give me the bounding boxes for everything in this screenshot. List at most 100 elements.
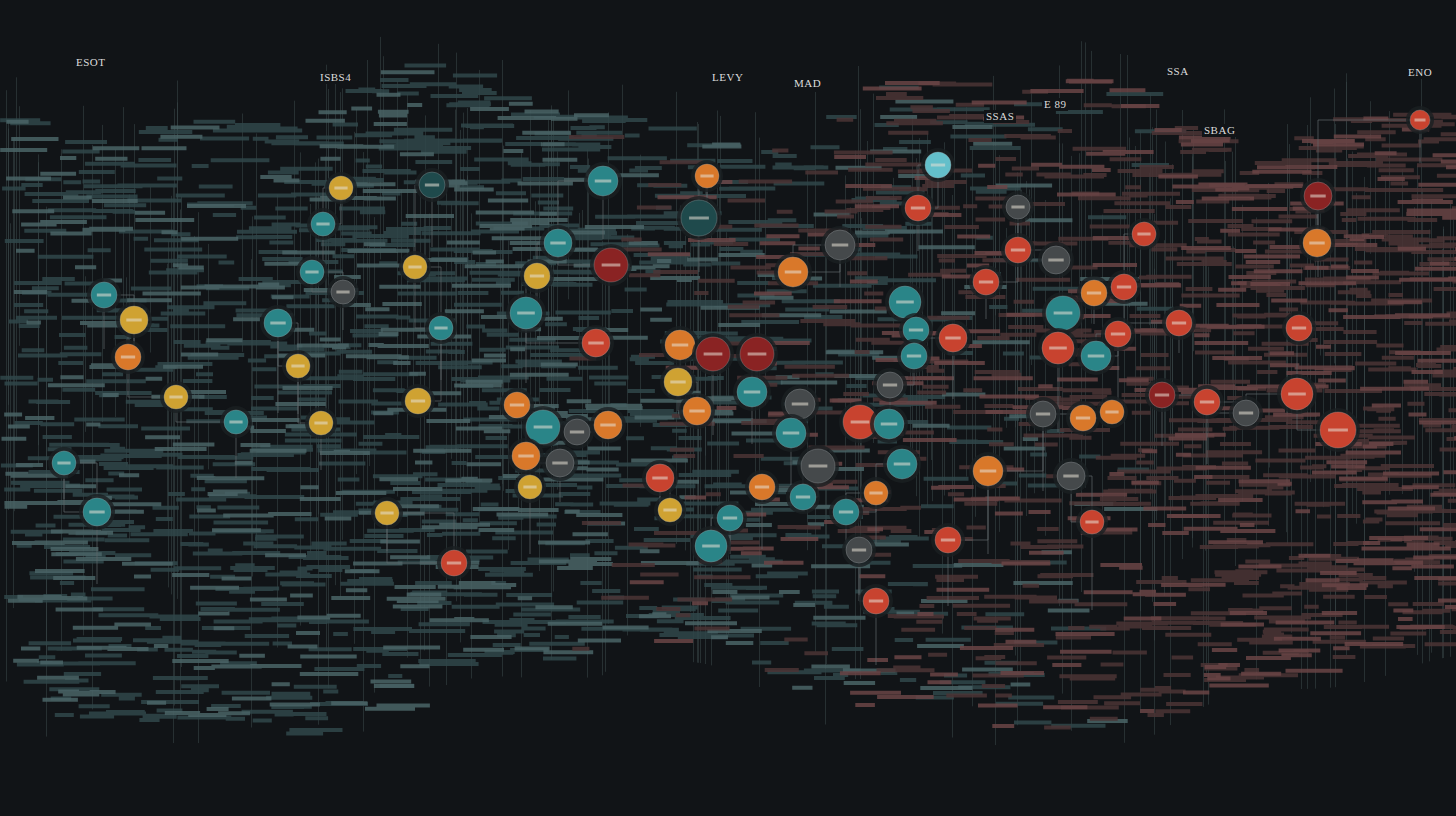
dot-halo: [425, 312, 457, 344]
network-dot: [1057, 462, 1085, 490]
network-dot: [1233, 400, 1259, 426]
dot-glyph: [291, 365, 304, 368]
dot-halo: [514, 471, 546, 503]
dot-halo: [736, 333, 778, 375]
network-dot: [309, 411, 333, 435]
dot-glyph: [97, 294, 111, 297]
dot-halo: [901, 191, 935, 225]
dot-halo: [401, 384, 435, 418]
dot-glyph: [570, 431, 584, 434]
dot-halo: [1229, 396, 1263, 430]
dot-halo: [797, 445, 839, 487]
dot-glyph: [1172, 322, 1186, 325]
dot-halo: [371, 497, 403, 529]
dot-glyph: [126, 319, 141, 322]
dot-halo: [1026, 397, 1060, 431]
dot-glyph: [380, 512, 393, 515]
dot-halo: [1077, 276, 1111, 310]
dot-halo: [560, 415, 594, 449]
dot-halo: [1299, 225, 1335, 261]
header-label: ISBS4: [318, 71, 353, 84]
dot-glyph: [723, 517, 737, 520]
dot-glyph: [1049, 347, 1067, 350]
network-dot: [264, 309, 292, 337]
dot-halo: [842, 533, 876, 567]
network-dot: [864, 481, 888, 505]
network-dot: [874, 409, 904, 439]
network-dot: [518, 475, 542, 499]
network-dot: [887, 449, 917, 479]
network-dot: [901, 343, 927, 369]
dot-halo: [897, 339, 931, 373]
dot-glyph: [980, 470, 997, 473]
network-dot: [329, 176, 353, 200]
text-blob: [630, 79, 1456, 728]
dot-glyph: [1076, 417, 1090, 420]
network-dot: [825, 230, 855, 260]
dot-halo: [1406, 106, 1434, 134]
dot-halo: [859, 584, 893, 618]
network-dot: [83, 498, 111, 526]
dot-glyph: [1011, 206, 1024, 209]
network-dot: [925, 152, 951, 178]
dot-halo: [692, 333, 734, 375]
dot-glyph: [911, 207, 925, 210]
dot-glyph: [1328, 429, 1348, 432]
dot-halo: [540, 225, 576, 261]
dot-halo: [691, 160, 723, 192]
dot-halo: [327, 276, 359, 308]
dot-halo: [584, 162, 622, 200]
network-dot: [403, 255, 427, 279]
dot-halo: [1076, 506, 1108, 538]
network-dot: [1105, 321, 1131, 347]
network-dot: [717, 505, 743, 531]
network-dot: [1320, 412, 1356, 448]
dot-halo: [1001, 233, 1035, 267]
dot-glyph: [1011, 249, 1025, 252]
dot-halo: [590, 244, 632, 286]
dot-glyph: [1117, 286, 1131, 289]
dot-glyph: [552, 462, 567, 465]
network-dot: [441, 550, 467, 576]
dot-glyph: [1111, 333, 1125, 336]
dot-halo: [1101, 317, 1135, 351]
network-dot: [776, 418, 806, 448]
dot-halo: [307, 208, 339, 240]
network-dot: [1194, 389, 1220, 415]
dot-halo: [931, 523, 965, 557]
dot-halo: [282, 350, 314, 382]
dot-glyph: [907, 355, 921, 358]
dot-glyph: [1087, 292, 1101, 295]
network-dot: [1286, 315, 1312, 341]
network-dot: [588, 166, 618, 196]
dot-glyph: [314, 422, 327, 425]
dot-glyph: [1239, 412, 1253, 415]
network-dot: [1005, 237, 1031, 263]
dot-glyph: [839, 511, 853, 514]
dot-glyph: [941, 539, 955, 542]
dot-glyph: [792, 403, 809, 406]
header-label: SSAS: [984, 110, 1016, 123]
network-dot: [1410, 110, 1430, 130]
network-dot: [1042, 332, 1074, 364]
network-dot: [224, 410, 248, 434]
dot-halo: [733, 373, 771, 411]
network-dot: [564, 419, 590, 445]
dot-halo: [578, 325, 614, 361]
network-dot: [52, 451, 76, 475]
network-dot: [594, 248, 628, 282]
network-dot: [1132, 222, 1156, 246]
dot-halo: [116, 302, 152, 338]
network-dot: [778, 257, 808, 287]
network-dots: [48, 106, 1434, 618]
dot-glyph: [852, 549, 866, 552]
dot-halo: [87, 278, 121, 312]
network-dot: [664, 368, 692, 396]
dot-halo: [1107, 270, 1141, 304]
dot-halo: [745, 470, 779, 504]
dot-glyph: [447, 562, 461, 565]
dot-glyph: [689, 217, 709, 220]
dot-glyph: [748, 353, 767, 356]
network-dot: [833, 499, 859, 525]
